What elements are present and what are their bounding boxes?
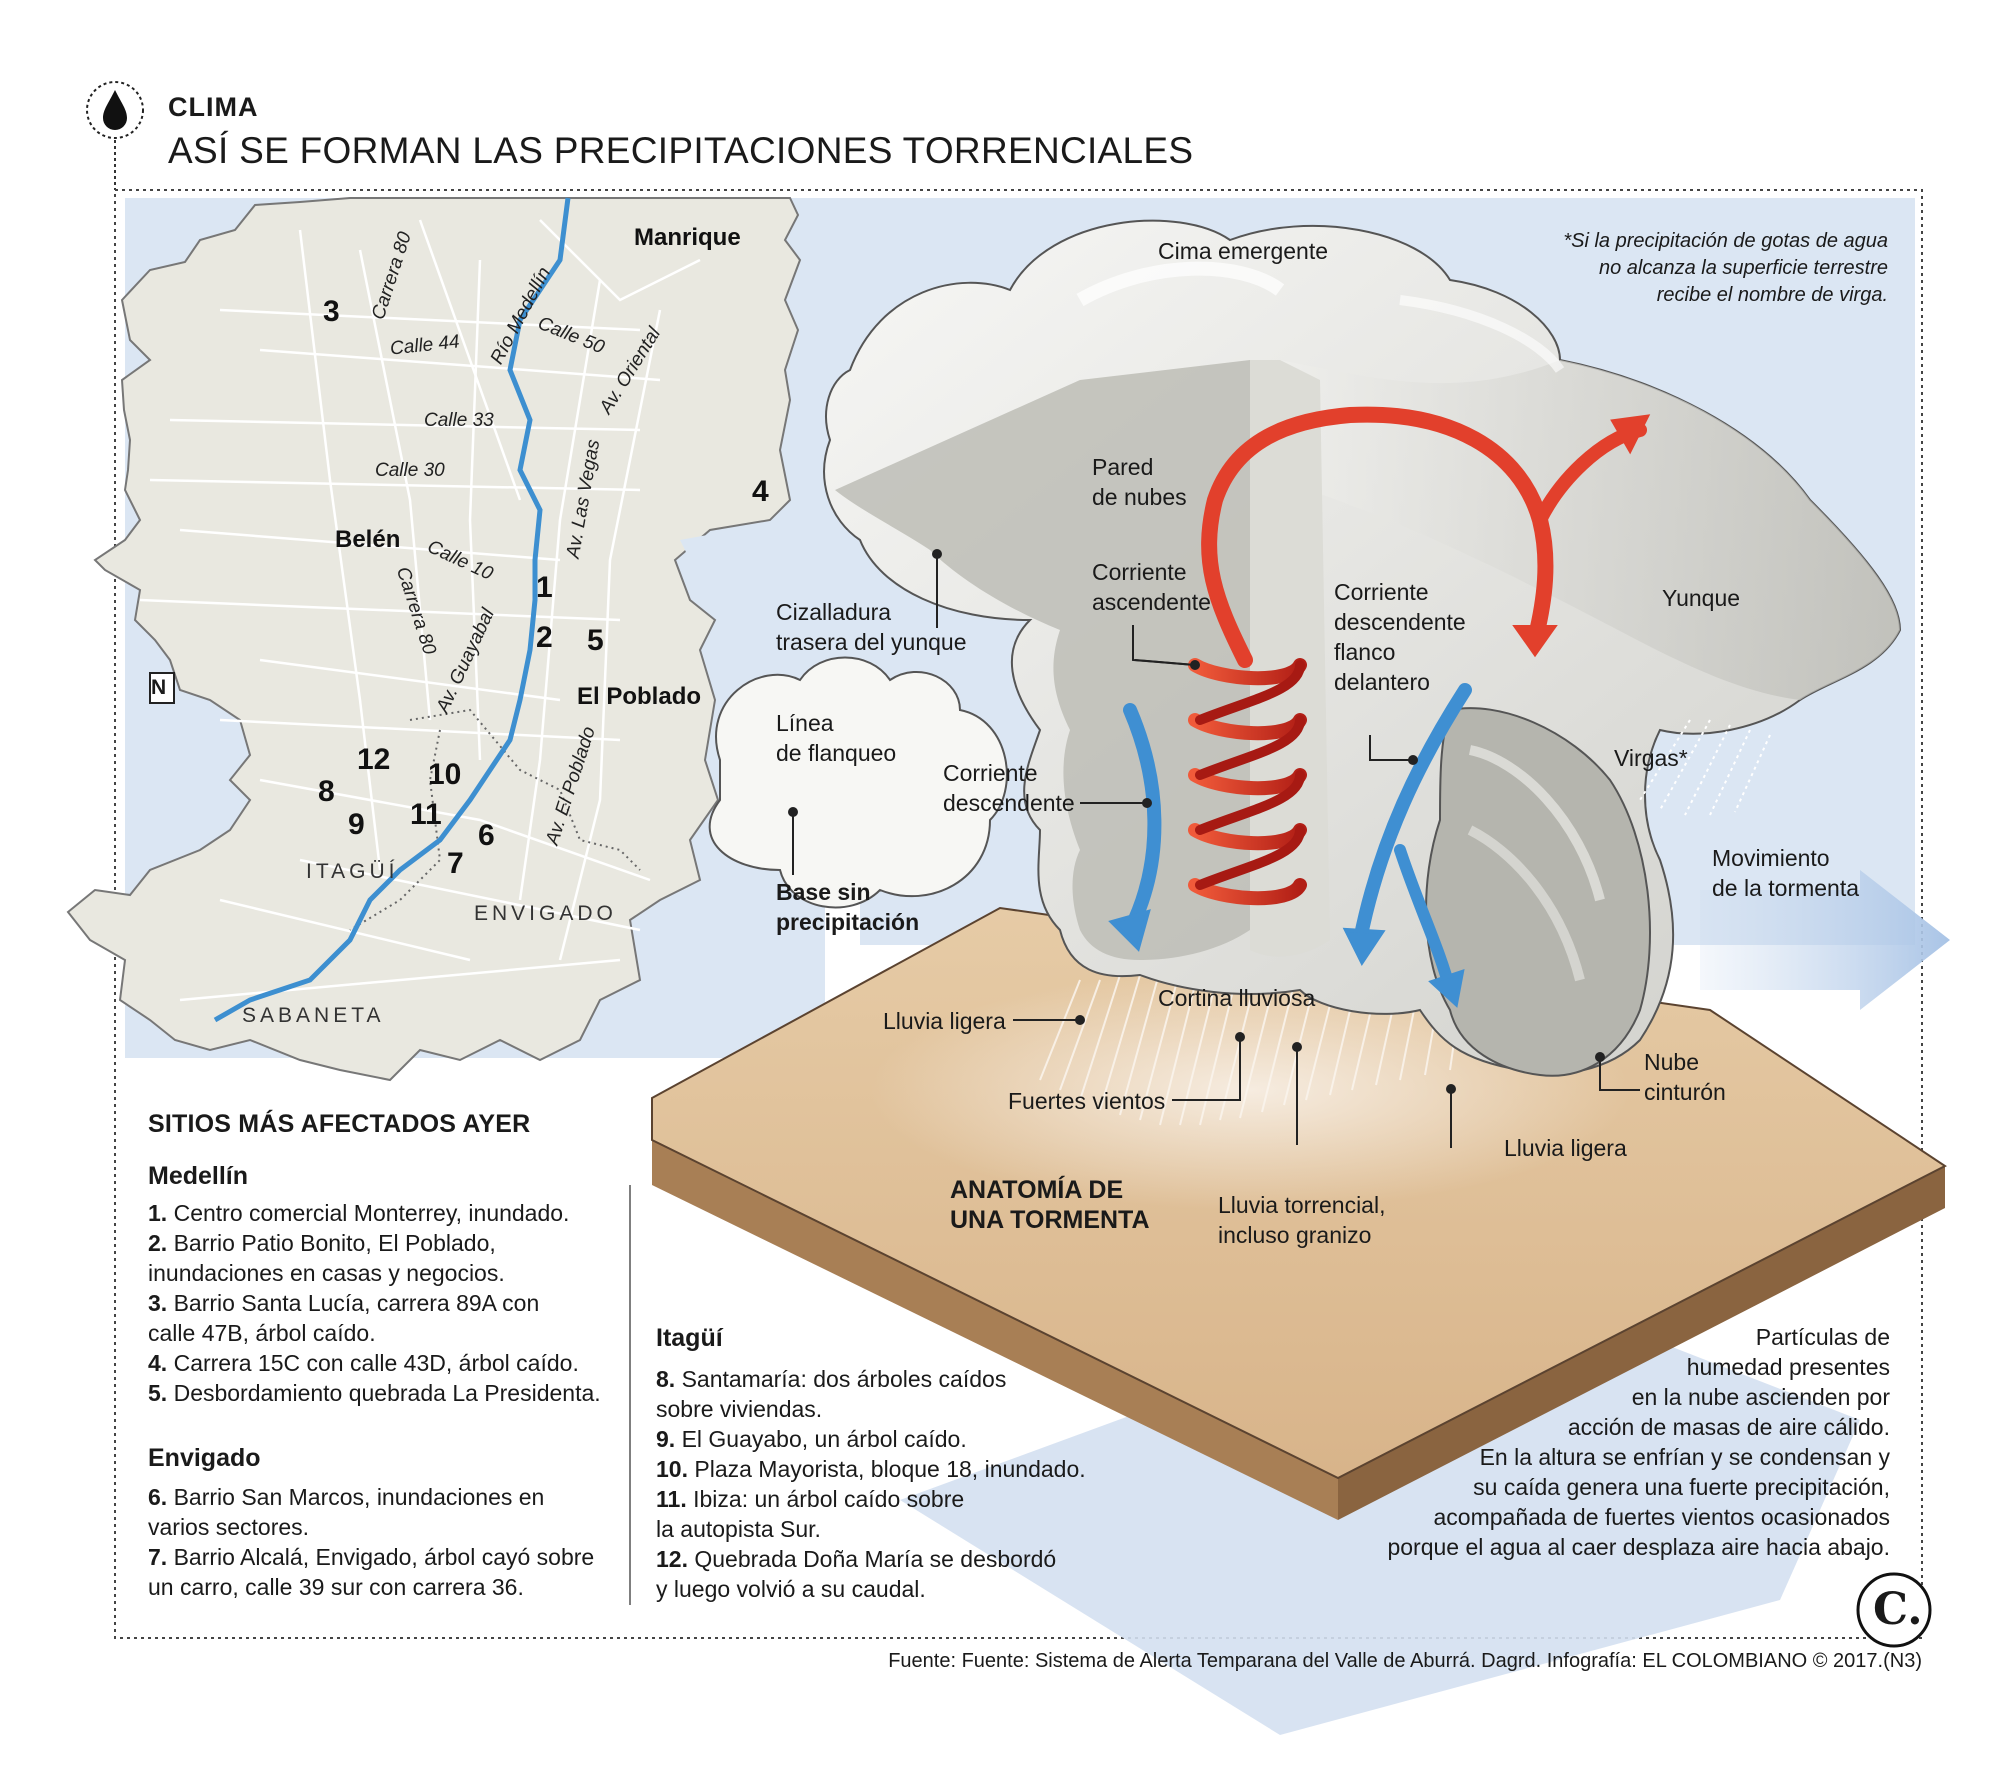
label-corriente-ascendente: Corriente ascendente (1092, 559, 1211, 615)
site-marker-3: 3 (323, 295, 340, 328)
medellin-list: 1. Centro comercial Monterrey, inundado.… (148, 1198, 601, 1408)
explanation-text: Partículas de humedad presentes en la nu… (1387, 1324, 1890, 1560)
movement-arrow (1700, 870, 1950, 1010)
flanking-line-cloud (708, 656, 1008, 909)
label-lluvia-ligera-left: Lluvia ligera (883, 1008, 1006, 1034)
site-marker-7: 7 (447, 847, 464, 880)
site-marker-6: 6 (478, 819, 495, 852)
sites-heading: SITIOS MÁS AFECTADOS AYER (148, 1110, 531, 1138)
label-virgas: Virgas* (1614, 745, 1688, 771)
neighborhood-belen: Belén (335, 526, 401, 553)
label-corriente-descendente: Corriente descendente (943, 760, 1075, 816)
north-symbol: N (151, 676, 167, 699)
source-credit: Fuente: Fuente: Sistema de Alerta Tempar… (888, 1650, 1922, 1672)
virga-streaks (1639, 719, 1771, 816)
label-lluvia-ligera-right: Lluvia ligera (1504, 1135, 1627, 1161)
envigado-list: 6. Barrio San Marcos, inundaciones en va… (148, 1482, 594, 1602)
site-marker-4: 4 (752, 475, 769, 508)
city-envigado: Envigado (148, 1444, 261, 1472)
section-kicker: CLIMA (168, 92, 259, 122)
site-marker-2: 2 (536, 621, 553, 654)
page-title: ASÍ SE FORMAN LAS PRECIPITACIONES TORREN… (168, 130, 1194, 171)
site-marker-10: 10 (428, 758, 462, 791)
site-marker-8: 8 (318, 775, 335, 808)
frame (114, 189, 1923, 1639)
leader-lines (788, 549, 1640, 1148)
label-base-sin-precipitacion: Base sin precipitación (776, 879, 920, 935)
site-marker-12: 12 (357, 743, 391, 776)
neighborhood-el-poblado: El Poblado (577, 683, 702, 710)
town-sabaneta: SABANETA (242, 1004, 385, 1027)
drop-icon (86, 81, 144, 139)
list-item: 1. Centro comercial Monterrey, inundado. (148, 1200, 570, 1226)
street-label: Calle 30 (375, 460, 445, 481)
list-item: 9. El Guayabo, un árbol caído. (656, 1426, 967, 1452)
street-label: Calle 33 (424, 410, 494, 431)
list-item: 11. Ibiza: un árbol caído sobre la autop… (656, 1486, 965, 1542)
label-anatomia: ANATOMÍA DE UNA TORMENTA (950, 1176, 1150, 1234)
site-marker-1: 1 (536, 571, 553, 604)
site-marker-9: 9 (348, 808, 365, 841)
list-item: 4. Carrera 15C con calle 43D, árbol caíd… (148, 1350, 579, 1376)
updraft-spiral (1188, 658, 1307, 906)
logo-text: C. (1873, 1584, 1923, 1635)
label-fuertes-vientos: Fuertes vientos (1008, 1088, 1166, 1114)
list-item: 12. Quebrada Doña María se desbordó y lu… (656, 1546, 1057, 1602)
label-cima-emergente: Cima emergente (1158, 238, 1329, 264)
updraft-arrow (1201, 406, 1651, 668)
label-movimiento: Movimiento de la tormenta (1712, 845, 1860, 901)
neighborhood-manrique: Manrique (634, 224, 741, 251)
label-nube-cinturon: Nube cinturón (1644, 1049, 1726, 1105)
virga-note: *Si la precipitación de gotas de agua no… (1563, 230, 1888, 306)
town-itagui: ITAGÜÍ (306, 860, 399, 883)
list-item: 7. Barrio Alcalá, Envigado, árbol cayó s… (148, 1544, 595, 1600)
city-medellin: Medellín (148, 1162, 249, 1190)
site-marker-11: 11 (410, 798, 442, 831)
list-item: 2. Barrio Patio Bonito, El Poblado, inun… (148, 1230, 505, 1286)
list-item: 3. Barrio Santa Lucía, carrera 89A con c… (148, 1290, 540, 1346)
label-lluvia-torrencial: Lluvia torrencial, incluso granizo (1218, 1192, 1386, 1248)
rain-curtain (1039, 959, 1461, 1126)
list-item: 10. Plaza Mayorista, bloque 18, inundado… (656, 1456, 1086, 1482)
logo (1856, 1572, 1932, 1648)
list-item: 5. Desbordamiento quebrada La Presidenta… (148, 1380, 601, 1406)
downdraft-arrows (1108, 683, 1472, 1008)
label-cortina-lluviosa: Cortina lluviosa (1158, 985, 1316, 1011)
list-item: 8. Santamaría: dos árboles caídos sobre … (656, 1366, 1007, 1422)
list-item: 6. Barrio San Marcos, inundaciones en va… (148, 1484, 545, 1540)
label-cizalladura: Cizalladura trasera del yunque (776, 599, 967, 655)
town-envigado: ENVIGADO (474, 902, 617, 925)
movement-shadow (900, 1280, 1860, 1735)
map (66, 197, 802, 1082)
label-corriente-descendente-flanco: Corriente descendente flanco delantero (1334, 579, 1466, 695)
label-pared-de-nubes: Pared de nubes (1092, 454, 1187, 510)
city-itagui: Itagüí (656, 1324, 723, 1352)
label-yunque: Yunque (1662, 585, 1741, 611)
itagui-list: 8. Santamaría: dos árboles caídos sobre … (656, 1364, 1086, 1604)
label-linea-de-flanqueo: Línea de flanqueo (776, 710, 897, 766)
site-marker-5: 5 (587, 624, 604, 657)
